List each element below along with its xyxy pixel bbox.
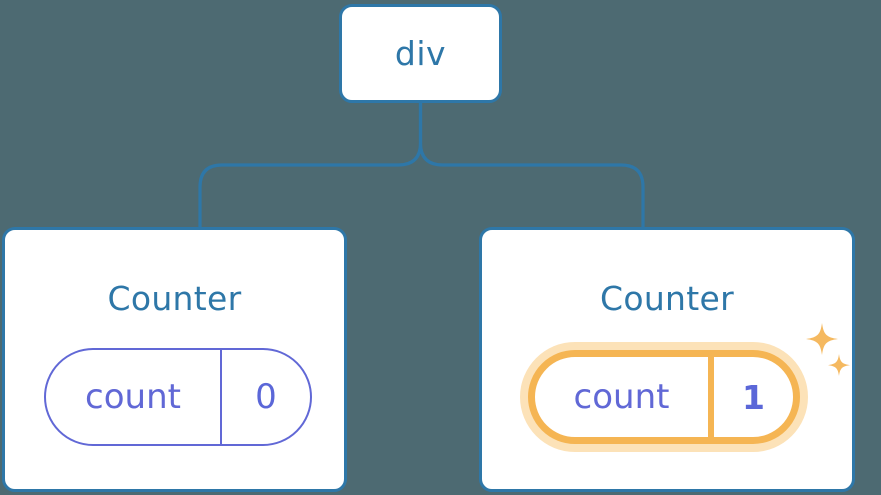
state-pill-right-key-text: count (573, 377, 670, 417)
counter-left-title: Counter (107, 279, 242, 318)
connector-to-left-counter (198, 103, 423, 228)
node-counter-right[interactable]: Counter count 1 (479, 227, 855, 492)
state-pill-right-body: count 1 (528, 350, 800, 444)
state-pill-left-value: 0 (222, 350, 310, 444)
state-pill-left[interactable]: count 0 (44, 348, 312, 446)
state-pill-right[interactable]: count 1 (520, 342, 808, 452)
node-counter-left[interactable]: Counter count 0 (2, 227, 347, 492)
state-pill-left-body: count 0 (44, 348, 312, 446)
node-div-label: div (394, 34, 447, 73)
counter-right-title: Counter (600, 279, 734, 318)
state-pill-left-key: count (46, 350, 222, 444)
state-pill-left-value-text: 0 (255, 377, 277, 417)
state-pill-right-value-text: 1 (742, 377, 765, 417)
node-div[interactable]: div (339, 4, 502, 103)
connector-to-right-counter (418, 103, 645, 228)
state-pill-right-value: 1 (714, 357, 793, 437)
state-pill-right-key: count (535, 357, 714, 437)
state-pill-left-key-text: count (85, 377, 181, 417)
